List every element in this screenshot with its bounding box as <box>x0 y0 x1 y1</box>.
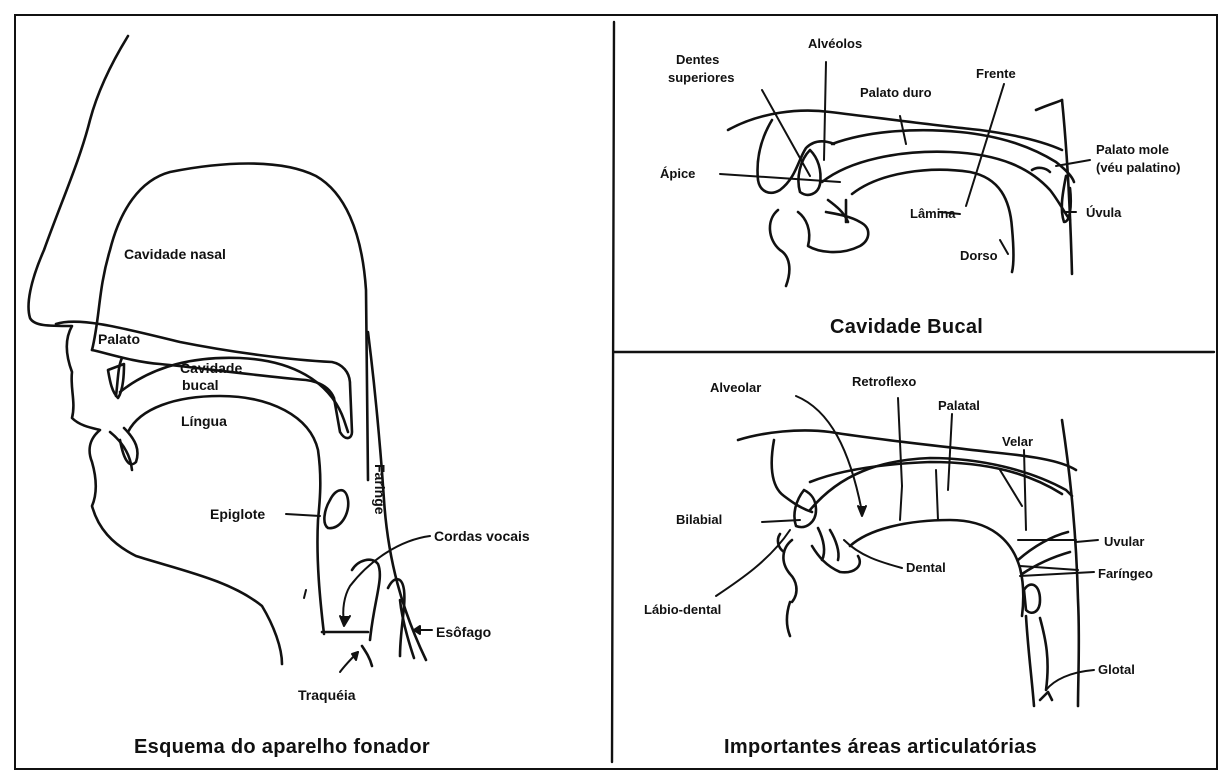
label-lingua: Língua <box>181 413 227 429</box>
label-velar: Velar <box>1002 434 1033 450</box>
caption-esquema-aparelho-fonador: Esquema do aparelho fonador <box>134 736 430 759</box>
label-palato-duro: Palato duro <box>860 85 932 101</box>
label-dorso: Dorso <box>960 248 998 264</box>
nasal-cavity <box>56 164 368 481</box>
label-alveolar: Alveolar <box>710 380 761 396</box>
label-cordas-vocais: Cordas vocais <box>434 528 530 544</box>
label-labio-dental: Lábio-dental <box>644 602 721 618</box>
label-uvular: Uvular <box>1104 534 1144 550</box>
label-dental: Dental <box>906 560 946 576</box>
label-esofago: Esôfago <box>436 624 491 640</box>
oral-cavity-detail <box>728 100 1074 286</box>
label-palatal: Palatal <box>938 398 980 414</box>
label-alveolos: Alvéolos <box>808 36 862 52</box>
label-dentes-line2: superiores <box>668 70 734 86</box>
label-retroflexo: Retroflexo <box>852 374 916 390</box>
label-traqueia: Traquéia <box>298 687 356 703</box>
label-palato-mole-line1: Palato mole <box>1096 142 1169 158</box>
label-cavidade-bucal-line1: Cavidade <box>180 360 242 376</box>
epiglottis <box>324 490 348 528</box>
label-faringeo: Faríngeo <box>1098 566 1153 582</box>
caption-cavidade-bucal: Cavidade Bucal <box>830 316 983 339</box>
label-dentes-line1: Dentes <box>676 52 719 68</box>
caption-importantes-areas-articulatorias: Importantes áreas articulatórias <box>724 736 1037 759</box>
label-palato: Palato <box>98 331 140 347</box>
label-cavidade-nasal: Cavidade nasal <box>124 246 226 262</box>
label-apice: Ápice <box>660 166 695 182</box>
label-epiglote: Epiglote <box>210 506 265 522</box>
label-palato-mole-line2: (véu palatino) <box>1096 160 1181 176</box>
head-profile <box>29 36 282 664</box>
label-cavidade-bucal-line2: bucal <box>182 377 219 393</box>
label-glotal: Glotal <box>1098 662 1135 678</box>
label-lamina: Lâmina <box>910 206 956 222</box>
label-bilabial: Bilabial <box>676 512 722 528</box>
label-faringe: Faringe <box>372 464 388 515</box>
vertical-divider <box>612 22 614 762</box>
label-frente: Frente <box>976 66 1016 82</box>
label-uvula: Úvula <box>1086 205 1121 221</box>
larynx <box>322 560 414 666</box>
